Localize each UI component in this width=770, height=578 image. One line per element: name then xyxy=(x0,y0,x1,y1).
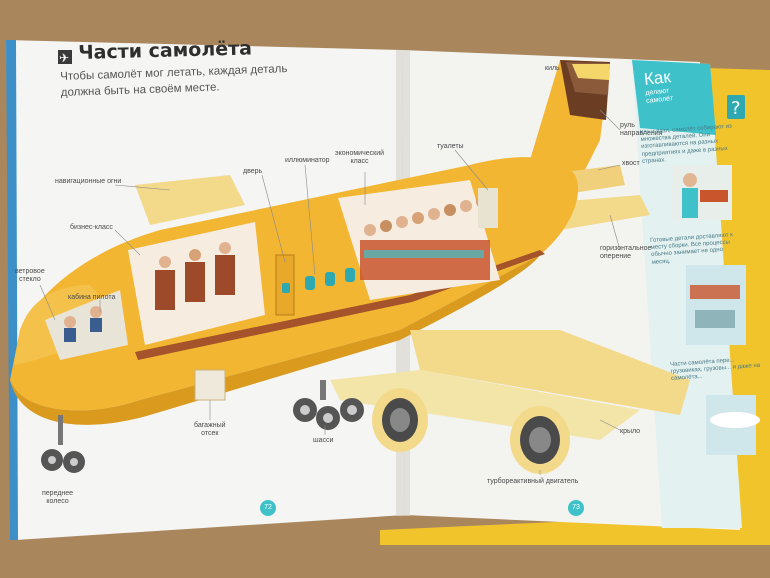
left-page-edge xyxy=(6,40,18,540)
factory-illustration xyxy=(686,265,746,345)
cargo-hold xyxy=(194,369,226,401)
label-navigation-lights: навигационные огни xyxy=(55,178,122,185)
label-window: иллюминатор xyxy=(285,157,330,164)
label-stabilizer-line2: оперение xyxy=(600,253,632,261)
plane-icon-box xyxy=(58,50,72,64)
label-economy-class-line2: класс xyxy=(350,158,369,166)
label-rudder-line1: руль xyxy=(620,122,635,129)
label-cockpit: кабина пилота xyxy=(68,294,116,301)
label-front-wheel-line2: колесо xyxy=(46,498,69,506)
label-windshield-line2: стекло xyxy=(19,276,41,284)
label-business-class: бизнес-класс xyxy=(70,224,113,231)
label-cargo-line1: багажный xyxy=(194,422,226,429)
label-front-wheel-line1: переднее xyxy=(42,490,74,497)
label-rudder-line2: направления xyxy=(620,130,663,138)
label-wing: крыло xyxy=(620,428,641,435)
fuselage-stripe xyxy=(135,250,545,360)
sidebar-header xyxy=(632,60,716,135)
label-economy-class-line1: экономический xyxy=(335,150,385,157)
label-cargo-line2: отсек xyxy=(201,430,219,438)
page-number-right: 73 xyxy=(568,500,584,516)
page-number-left: 72 xyxy=(260,500,276,516)
cockpit-cutaway xyxy=(45,290,128,360)
right-wing xyxy=(410,330,690,415)
engine-right xyxy=(510,406,570,474)
label-windshield-line1: ветровое xyxy=(15,268,45,275)
label-door: дверь xyxy=(243,168,263,175)
label-landing-gear: шасси xyxy=(313,437,334,444)
page-title: Части самолёта xyxy=(78,37,253,64)
label-engine: турбореактивный двигатель xyxy=(487,478,579,485)
sidebar-text-1: Как и пазл, самолёт собирают из множеств… xyxy=(640,123,733,165)
left-wing xyxy=(135,175,245,225)
sidebar-title: Как xyxy=(643,67,672,89)
plane-icon: ✈ xyxy=(59,51,69,65)
toilet-cabin xyxy=(478,188,498,228)
label-keel: киль xyxy=(545,65,560,72)
label-fin: хвост xyxy=(622,160,640,167)
passengers xyxy=(360,196,490,280)
label-stabilizer-line1: горизонтальное xyxy=(600,245,652,252)
engine-left xyxy=(372,388,428,452)
question-mark-icon: ? xyxy=(731,98,741,119)
label-toilets: туалеты xyxy=(437,143,464,150)
front-wheel xyxy=(41,415,85,473)
pointer-lines xyxy=(39,109,621,475)
main-landing-gear xyxy=(293,380,364,430)
question-mark-box xyxy=(727,95,745,119)
window xyxy=(305,276,315,290)
